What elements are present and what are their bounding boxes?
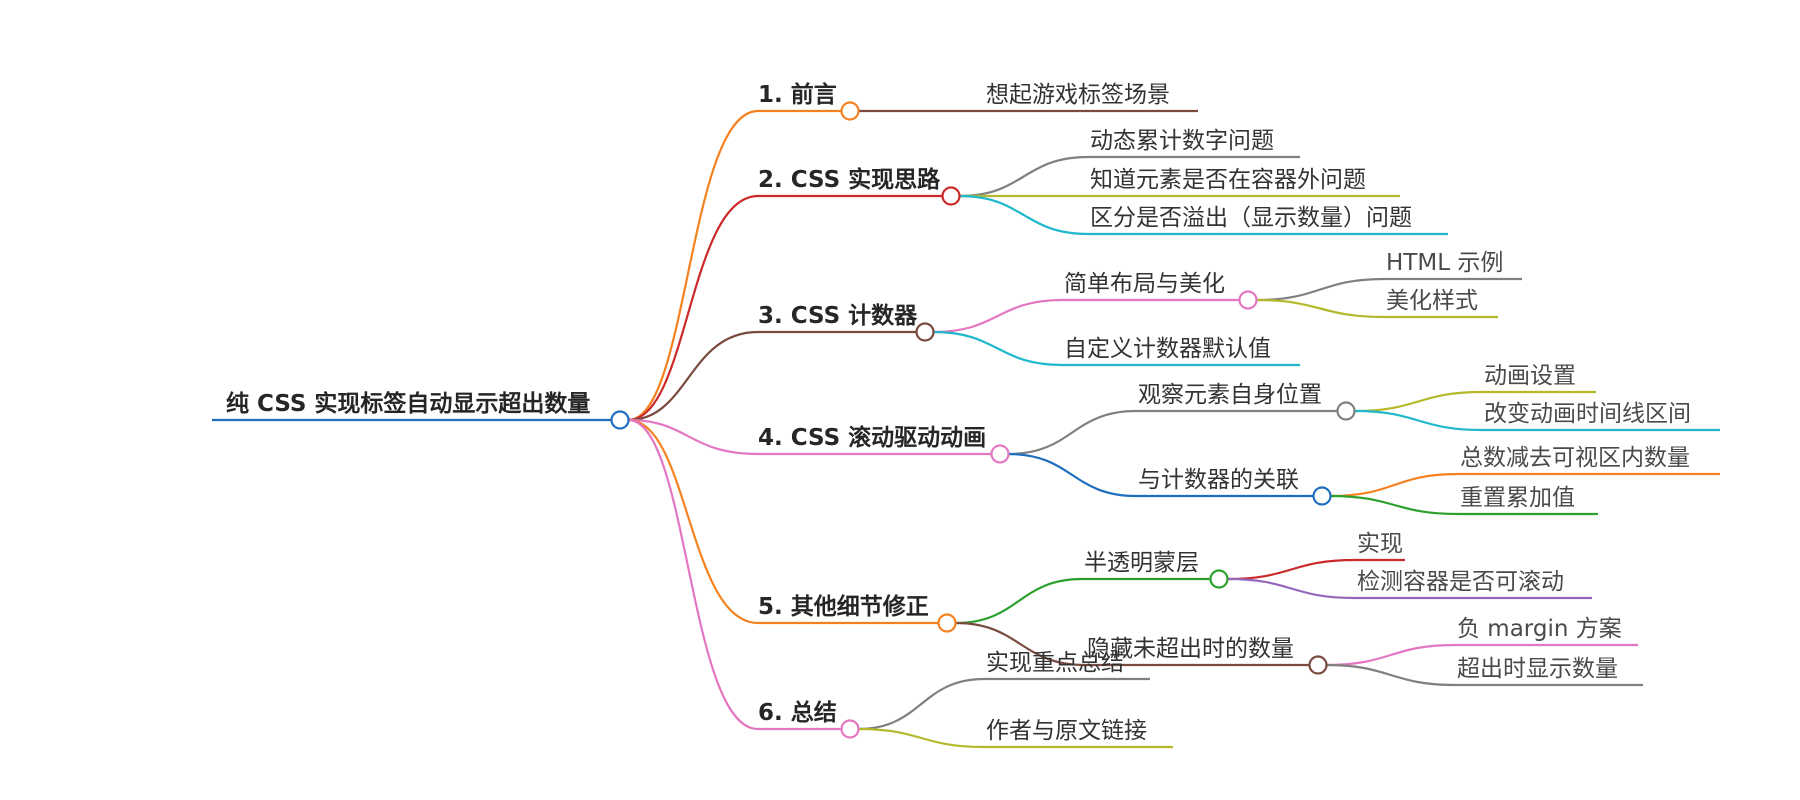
subtopic-label-3-1: 简单布局与美化 bbox=[1064, 271, 1225, 297]
subtopic-node-5-1[interactable] bbox=[1209, 569, 1229, 589]
leaf-connector-3-1-2 bbox=[1256, 298, 1385, 319]
subtopic-connector-3-2 bbox=[933, 330, 1063, 367]
subtopic-label-2-1: 动态累计数字问题 bbox=[1090, 128, 1274, 154]
branch-node-2[interactable] bbox=[941, 186, 961, 206]
branch-connector-4 bbox=[628, 418, 759, 456]
subtopic-label-6-2: 作者与原文链接 bbox=[986, 718, 1147, 744]
root-node-label: 纯 CSS 实现标签自动显示超出数量 bbox=[226, 391, 591, 417]
subtopic-connector-3-1 bbox=[933, 298, 1063, 334]
branch-label-3: 3. CSS 计数器 bbox=[758, 303, 918, 329]
leaf-label-5-2-2: 超出时显示数量 bbox=[1457, 656, 1618, 682]
branch-node-3[interactable] bbox=[915, 322, 935, 342]
branch-label-6: 6. 总结 bbox=[758, 700, 837, 726]
branch-node-4[interactable] bbox=[990, 444, 1010, 464]
subtopic-label-6-1: 实现重点总结 bbox=[986, 650, 1124, 676]
branch-node-6[interactable] bbox=[840, 719, 860, 739]
leaf-label-4-1-1: 动画设置 bbox=[1484, 363, 1576, 389]
subtopic-connector-2-1 bbox=[959, 155, 1089, 198]
leaf-connector-4-2-1 bbox=[1330, 472, 1459, 498]
branch-node-1[interactable] bbox=[840, 101, 860, 121]
leaf-label-5-2-1: 负 margin 方案 bbox=[1457, 616, 1622, 642]
subtopic-label-2-3: 区分是否溢出（显示数量）问题 bbox=[1090, 205, 1412, 231]
subtopic-connector-4-1 bbox=[1008, 409, 1137, 456]
leaf-label-4-1-2: 改变动画时间线区间 bbox=[1484, 401, 1691, 427]
branch-node-5[interactable] bbox=[937, 613, 957, 633]
subtopic-label-5-1: 半透明蒙层 bbox=[1084, 550, 1199, 576]
subtopic-label-3-2: 自定义计数器默认值 bbox=[1064, 336, 1271, 362]
branch-label-5: 5. 其他细节修正 bbox=[758, 594, 929, 620]
leaf-label-3-1-2: 美化样式 bbox=[1386, 288, 1478, 314]
branch-connector-6 bbox=[628, 418, 759, 731]
branch-connector-1 bbox=[628, 109, 759, 422]
leaf-connector-4-1-1 bbox=[1354, 390, 1483, 413]
branch-label-2: 2. CSS 实现思路 bbox=[758, 167, 941, 193]
subtopic-connector-4-2 bbox=[1008, 452, 1137, 498]
leaf-connector-5-1-1 bbox=[1227, 558, 1356, 581]
root-node[interactable] bbox=[610, 410, 630, 430]
subtopic-label-4-1: 观察元素自身位置 bbox=[1138, 382, 1322, 408]
leaf-connector-5-2-1 bbox=[1326, 643, 1456, 667]
leaf-label-3-1-1: HTML 示例 bbox=[1386, 250, 1504, 276]
branch-label-4: 4. CSS 滚动驱动动画 bbox=[758, 425, 987, 451]
subtopic-label-5-2: 隐藏未超出时的数量 bbox=[1087, 636, 1294, 662]
subtopic-connector-6-1 bbox=[858, 677, 985, 731]
leaf-label-5-1-2: 检测容器是否可滚动 bbox=[1357, 569, 1564, 595]
leaf-label-4-2-2: 重置累加值 bbox=[1460, 485, 1575, 511]
branch-connector-2 bbox=[628, 194, 759, 422]
subtopic-label-4-2: 与计数器的关联 bbox=[1138, 467, 1299, 493]
leaf-label-5-1-1: 实现 bbox=[1357, 531, 1403, 557]
leaf-label-4-2-1: 总数减去可视区内数量 bbox=[1460, 445, 1690, 471]
subtopic-node-4-1[interactable] bbox=[1336, 401, 1356, 421]
branch-connector-3 bbox=[628, 330, 759, 422]
subtopic-node-3-1[interactable] bbox=[1238, 290, 1258, 310]
leaf-connector-3-1-1 bbox=[1256, 277, 1385, 302]
leaf-connector-4-2-2 bbox=[1330, 494, 1459, 516]
subtopic-connector-5-2 bbox=[955, 621, 1086, 667]
subtopic-label-1-1: 想起游戏标签场景 bbox=[986, 82, 1170, 108]
leaf-connector-4-1-2 bbox=[1354, 409, 1483, 432]
branch-label-1: 1. 前言 bbox=[758, 82, 837, 108]
subtopic-connector-5-1 bbox=[955, 577, 1083, 625]
leaf-connector-5-2-2 bbox=[1326, 663, 1456, 687]
branch-connector-5 bbox=[628, 418, 759, 625]
subtopic-connector-6-2 bbox=[858, 727, 985, 749]
subtopic-connector-2-3 bbox=[959, 194, 1089, 236]
leaf-connector-5-1-2 bbox=[1227, 577, 1356, 600]
subtopic-node-4-2[interactable] bbox=[1312, 486, 1332, 506]
subtopic-node-5-2[interactable] bbox=[1308, 655, 1328, 675]
subtopic-label-2-2: 知道元素是否在容器外问题 bbox=[1090, 167, 1366, 193]
